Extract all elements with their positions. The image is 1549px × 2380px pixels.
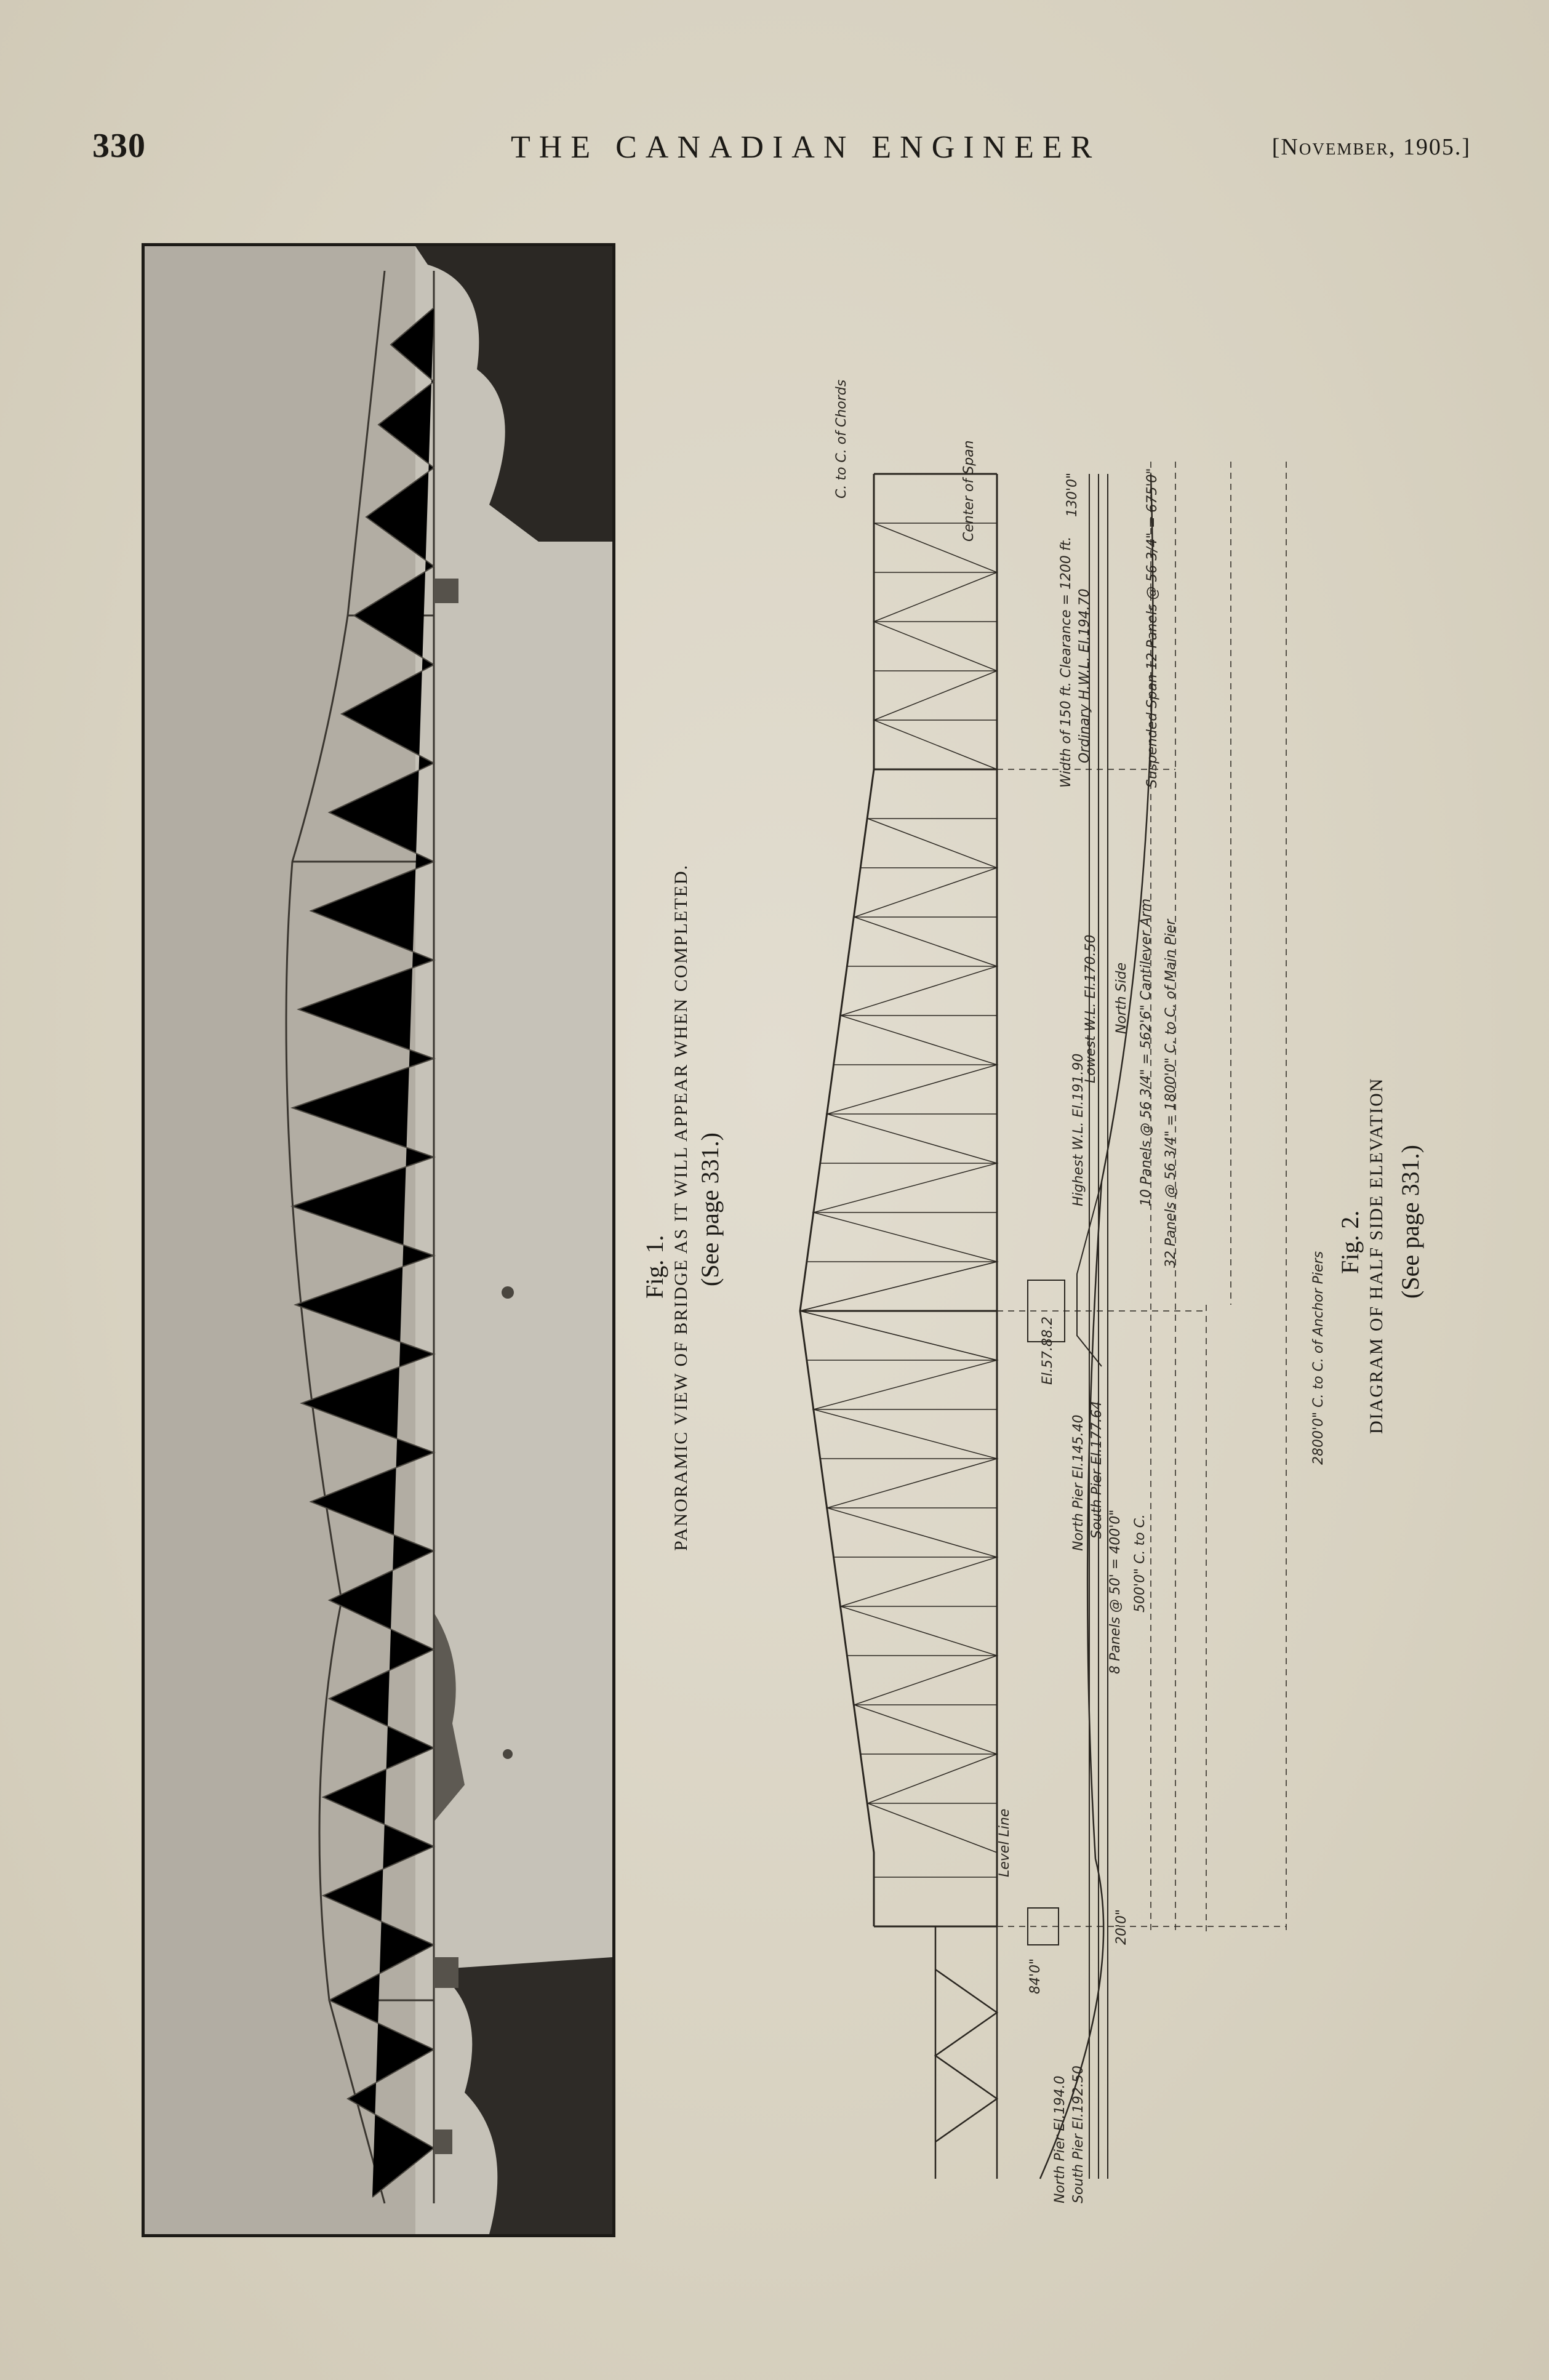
cantilever-arm-label: 10 Panels @ 56 3/4" = 562'6" Cantilever … [1139, 898, 1154, 1206]
dim-84-label: 84'0" [1028, 1958, 1043, 1994]
north-side-label: North Side [1114, 962, 1129, 1034]
figure-2-title: DIAGRAM OF HALF SIDE ELEVATION [1366, 1077, 1387, 1434]
c-to-c-500-label: 500'0" C. to C. [1132, 1514, 1148, 1613]
clearance-width-label: Width of 150 ft. Clearance = 1200 ft. [1059, 536, 1074, 788]
figure-2-label: Fig. 2. [1336, 1210, 1364, 1274]
center-of-span-label: Center of Span [961, 440, 977, 542]
anchor-piers-label: 2800'0" C. to C. of Anchor Piers [1311, 1251, 1326, 1465]
figure-1-label: Fig. 1. [641, 1235, 668, 1299]
main-elevation-label: El.57.88.2 [1040, 1316, 1055, 1385]
dim-1300-label: 130'0" [1065, 472, 1080, 517]
main-pier-panels-label: 32 Panels @ 56 3/4" = 1800'0" C. to C. o… [1163, 919, 1179, 1268]
journal-title: THE CANADIAN ENGINEER [511, 130, 1101, 165]
figure-1-page-reference: (See page 331.) [696, 1132, 724, 1286]
south-pier-lower-label: South Pier El.192.50 [1071, 2065, 1086, 2203]
lowest-wl-label: Lowest W.L. El.170.50 [1083, 934, 1099, 1083]
half-side-elevation-diagram: Center of Span C. to C. of Chords Width … [782, 380, 1372, 2216]
bridge-photo-illustration [145, 246, 612, 2234]
south-pier-upper-label: South Pier El.177.64 [1089, 1401, 1105, 1539]
north-pier-upper-label: North Pier El.145.40 [1071, 1414, 1086, 1551]
suspended-span-label: Suspended Span 12 Panels @ 56 3/4" = 675… [1145, 468, 1160, 788]
dim-20-label: 20'0" [1114, 1909, 1129, 1945]
page-header: 330 THE CANADIAN ENGINEER [November, 190… [92, 126, 1471, 169]
issue-date: [November, 1905.] [1271, 134, 1471, 160]
page-number: 330 [92, 127, 146, 165]
level-line-label: Level Line [997, 1808, 1012, 1877]
elevation-drawing [799, 462, 1287, 2179]
figure-2-page-reference: (See page 331.) [1396, 1145, 1424, 1299]
chords-label: C. to C. of Chords [834, 379, 849, 499]
eight-panels-label: 8 Panels @ 50' = 400'0" [1108, 1509, 1123, 1674]
bridge-panoramic-photo [142, 243, 615, 2237]
ordinary-hwl-label: Ordinary H.W.L. El.194.70 [1077, 588, 1092, 763]
north-pier-lower-label: North Pier El.194.0 [1052, 2075, 1068, 2203]
figure-1-title: PANORAMIC VIEW OF BRIDGE AS IT WILL APPE… [671, 863, 691, 1551]
